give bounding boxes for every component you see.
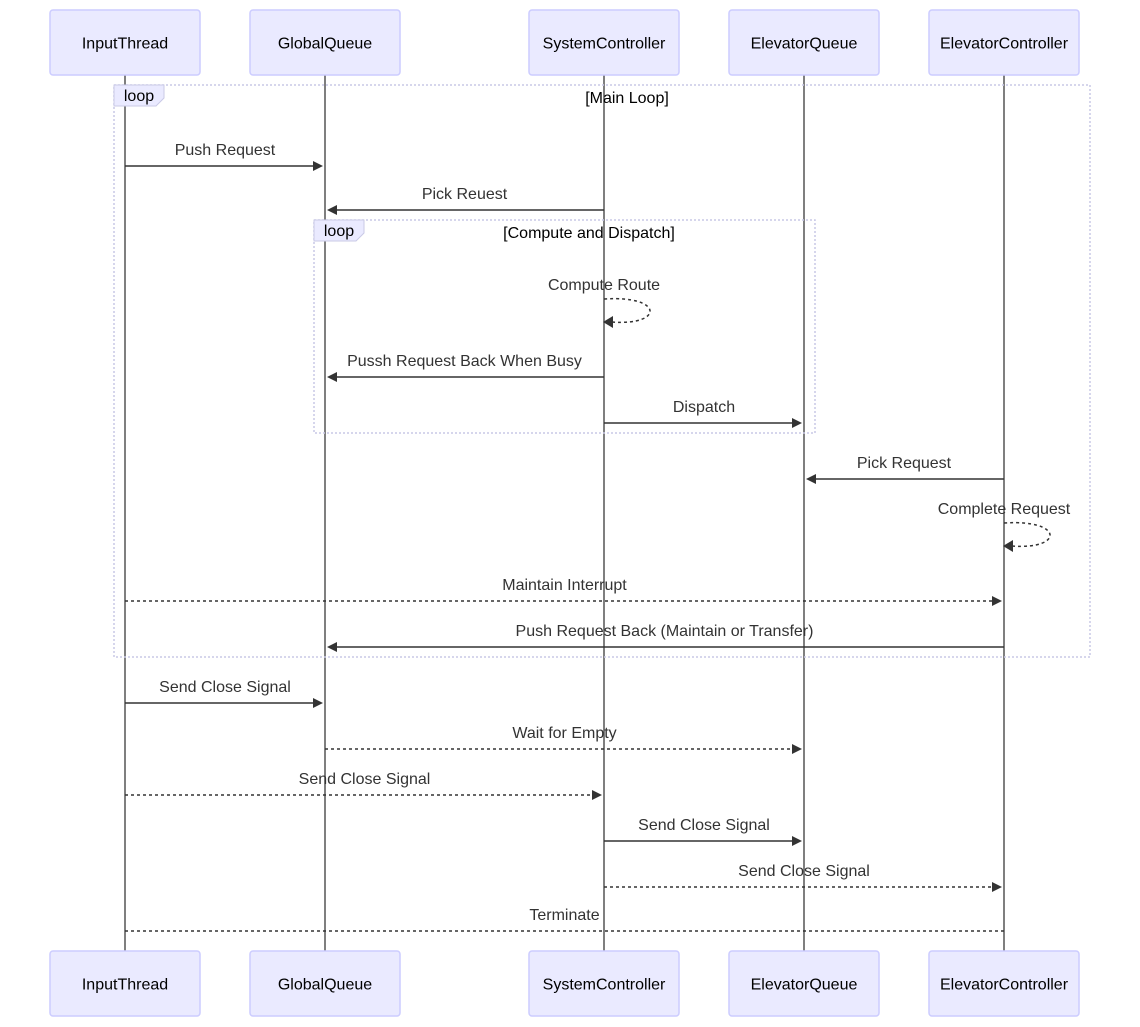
message-label: Send Close Signal: [299, 771, 431, 788]
loop-frames: loop [Main Loop] loop [Compute and Dispatch…: [113, 84, 1091, 658]
actor-box: [728, 9, 880, 76]
loop-border: [113, 84, 1091, 658]
arrowhead: [327, 205, 337, 215]
actor-label: SystemController: [543, 36, 666, 53]
message-label: Send Close Signal: [159, 679, 291, 696]
message-label: Compute Route: [548, 277, 660, 294]
actor-label: ElevatorQueue: [751, 977, 858, 994]
actor-box: [528, 950, 680, 1017]
message-label: Maintain Interrupt: [502, 577, 627, 594]
actors-top: InputThread GlobalQueue SystemController El…: [49, 9, 1080, 76]
actor-top-inputthread: InputThread: [49, 9, 201, 76]
actor-label: InputThread: [82, 977, 168, 994]
message-label: Push Request: [175, 142, 276, 159]
message-pick-request: Pick Request: [806, 455, 1004, 484]
actor-label: ElevatorController: [940, 36, 1069, 53]
message-send-close-signal: Send Close Signal: [125, 679, 323, 708]
actor-bottom-inputthread: InputThread: [49, 950, 201, 1017]
message-maintain-interrupt: Maintain Interrupt: [125, 577, 1002, 606]
loop-frame-0: loop [Main Loop]: [113, 84, 1091, 658]
arrowhead: [313, 698, 323, 708]
actor-top-systemcontroller: SystemController: [528, 9, 680, 76]
message-label: Complete Request: [938, 501, 1071, 518]
loop-frame-1: loop [Compute and Dispatch]: [313, 219, 816, 434]
message-send-close-signal: Send Close Signal: [604, 817, 802, 846]
message-push-request-back-maintain-or-transfer: Push Request Back (Maintain or Transfer): [327, 623, 1004, 652]
message-complete-request: Complete Request: [938, 501, 1071, 552]
message-label: Send Close Signal: [638, 817, 770, 834]
arrowhead: [603, 316, 613, 328]
arrowhead: [792, 744, 802, 754]
arrowhead: [327, 642, 337, 652]
actor-box: [928, 9, 1080, 76]
message-label: Terminate: [529, 907, 599, 924]
arrowhead: [1003, 540, 1013, 552]
loop-label: [Compute and Dispatch]: [503, 225, 675, 242]
message-dispatch: Dispatch: [604, 399, 802, 428]
actor-box: [49, 9, 201, 76]
actor-top-globalqueue: GlobalQueue: [249, 9, 401, 76]
arrowhead: [806, 474, 816, 484]
actor-label: GlobalQueue: [278, 36, 372, 53]
arrowhead: [592, 790, 602, 800]
lifelines: [124, 75, 1005, 951]
message-label: Pick Reuest: [422, 186, 508, 203]
arrowhead: [313, 161, 323, 171]
arrowhead: [992, 882, 1002, 892]
message-push-request: Push Request: [125, 142, 323, 171]
actor-bottom-globalqueue: GlobalQueue: [249, 950, 401, 1017]
actor-bottom-elevatorcontroller: ElevatorController: [928, 950, 1080, 1017]
loop-keyword: loop: [124, 88, 154, 105]
actor-label: SystemController: [543, 977, 666, 994]
loop-tab: [113, 84, 165, 107]
loop-label: [Main Loop]: [585, 90, 669, 107]
actors-bottom: InputThread GlobalQueue SystemController El…: [49, 950, 1080, 1017]
message-label: Send Close Signal: [738, 863, 870, 880]
message-pussh-request-back-when-busy: Pussh Request Back When Busy: [327, 353, 604, 382]
loop-border: [313, 219, 816, 434]
actor-label: InputThread: [82, 36, 168, 53]
actor-box: [249, 9, 401, 76]
message-label: Pussh Request Back When Busy: [347, 353, 582, 370]
self-loop-line: [1003, 521, 1051, 548]
loop-tab: [313, 219, 365, 242]
message-compute-route: Compute Route: [548, 277, 660, 328]
message-label: Dispatch: [673, 399, 735, 416]
arrowhead: [792, 418, 802, 428]
arrowhead: [792, 836, 802, 846]
message-label: Wait for Empty: [512, 725, 616, 742]
self-loop-line: [603, 297, 651, 324]
actor-top-elevatorcontroller: ElevatorController: [928, 9, 1080, 76]
actor-label: ElevatorController: [940, 977, 1069, 994]
actor-box: [49, 950, 201, 1017]
message-terminate: Terminate: [125, 907, 1004, 932]
actor-box: [249, 950, 401, 1017]
actor-box: [928, 950, 1080, 1017]
message-pick-reuest: Pick Reuest: [327, 186, 604, 215]
message-label: Push Request Back (Maintain or Transfer): [516, 623, 814, 640]
arrowhead: [992, 596, 1002, 606]
arrowhead: [327, 372, 337, 382]
actor-bottom-systemcontroller: SystemController: [528, 950, 680, 1017]
message-label: Pick Request: [857, 455, 952, 472]
actor-bottom-elevatorqueue: ElevatorQueue: [728, 950, 880, 1017]
message-send-close-signal: Send Close Signal: [604, 863, 1002, 892]
actor-label: GlobalQueue: [278, 977, 372, 994]
actor-top-elevatorqueue: ElevatorQueue: [728, 9, 880, 76]
loop-keyword: loop: [324, 223, 354, 240]
message-wait-for-empty: Wait for Empty: [325, 725, 802, 754]
actor-box: [728, 950, 880, 1017]
actor-box: [528, 9, 680, 76]
actor-label: ElevatorQueue: [751, 36, 858, 53]
message-send-close-signal: Send Close Signal: [125, 771, 602, 800]
